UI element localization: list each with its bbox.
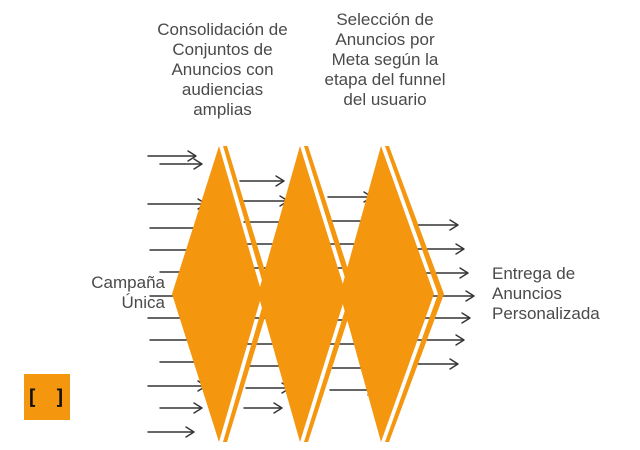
consolidation-label: Consolidación de Conjuntos de Anuncios c… [157,20,288,119]
arrow-1-head-icon [187,150,197,162]
arrow-34-head-icon [449,219,459,231]
arrow-40-head-icon [449,358,459,370]
brackets-logo-icon: [ ] [24,374,70,420]
personalized-delivery-label: Entrega de Anuncios Personalizada [492,264,600,323]
selection-label: Selección de Anuncios por Meta según la … [324,10,446,109]
logo-glyph: [ ] [25,385,69,409]
arrow-36-head-icon [459,267,469,279]
single-campaign-label: Campaña Única [91,273,165,312]
funnel-stage-3 [340,146,434,442]
arrow-14-head-icon [275,175,285,187]
arrow-35-head-icon [455,243,465,255]
arrow-24-head-icon [273,402,283,414]
funnel-stage-2 [258,146,346,442]
arrow-37-head-icon [465,290,475,302]
funnel-shapes-group [172,146,444,442]
arrow-38-head-icon [461,312,471,324]
funnel-stage-1 [172,146,262,442]
arrow-13-head-icon [185,426,195,438]
arrow-2-head-icon [193,158,203,170]
arrow-39-head-icon [455,334,465,346]
arrow-12-head-icon [193,402,203,414]
